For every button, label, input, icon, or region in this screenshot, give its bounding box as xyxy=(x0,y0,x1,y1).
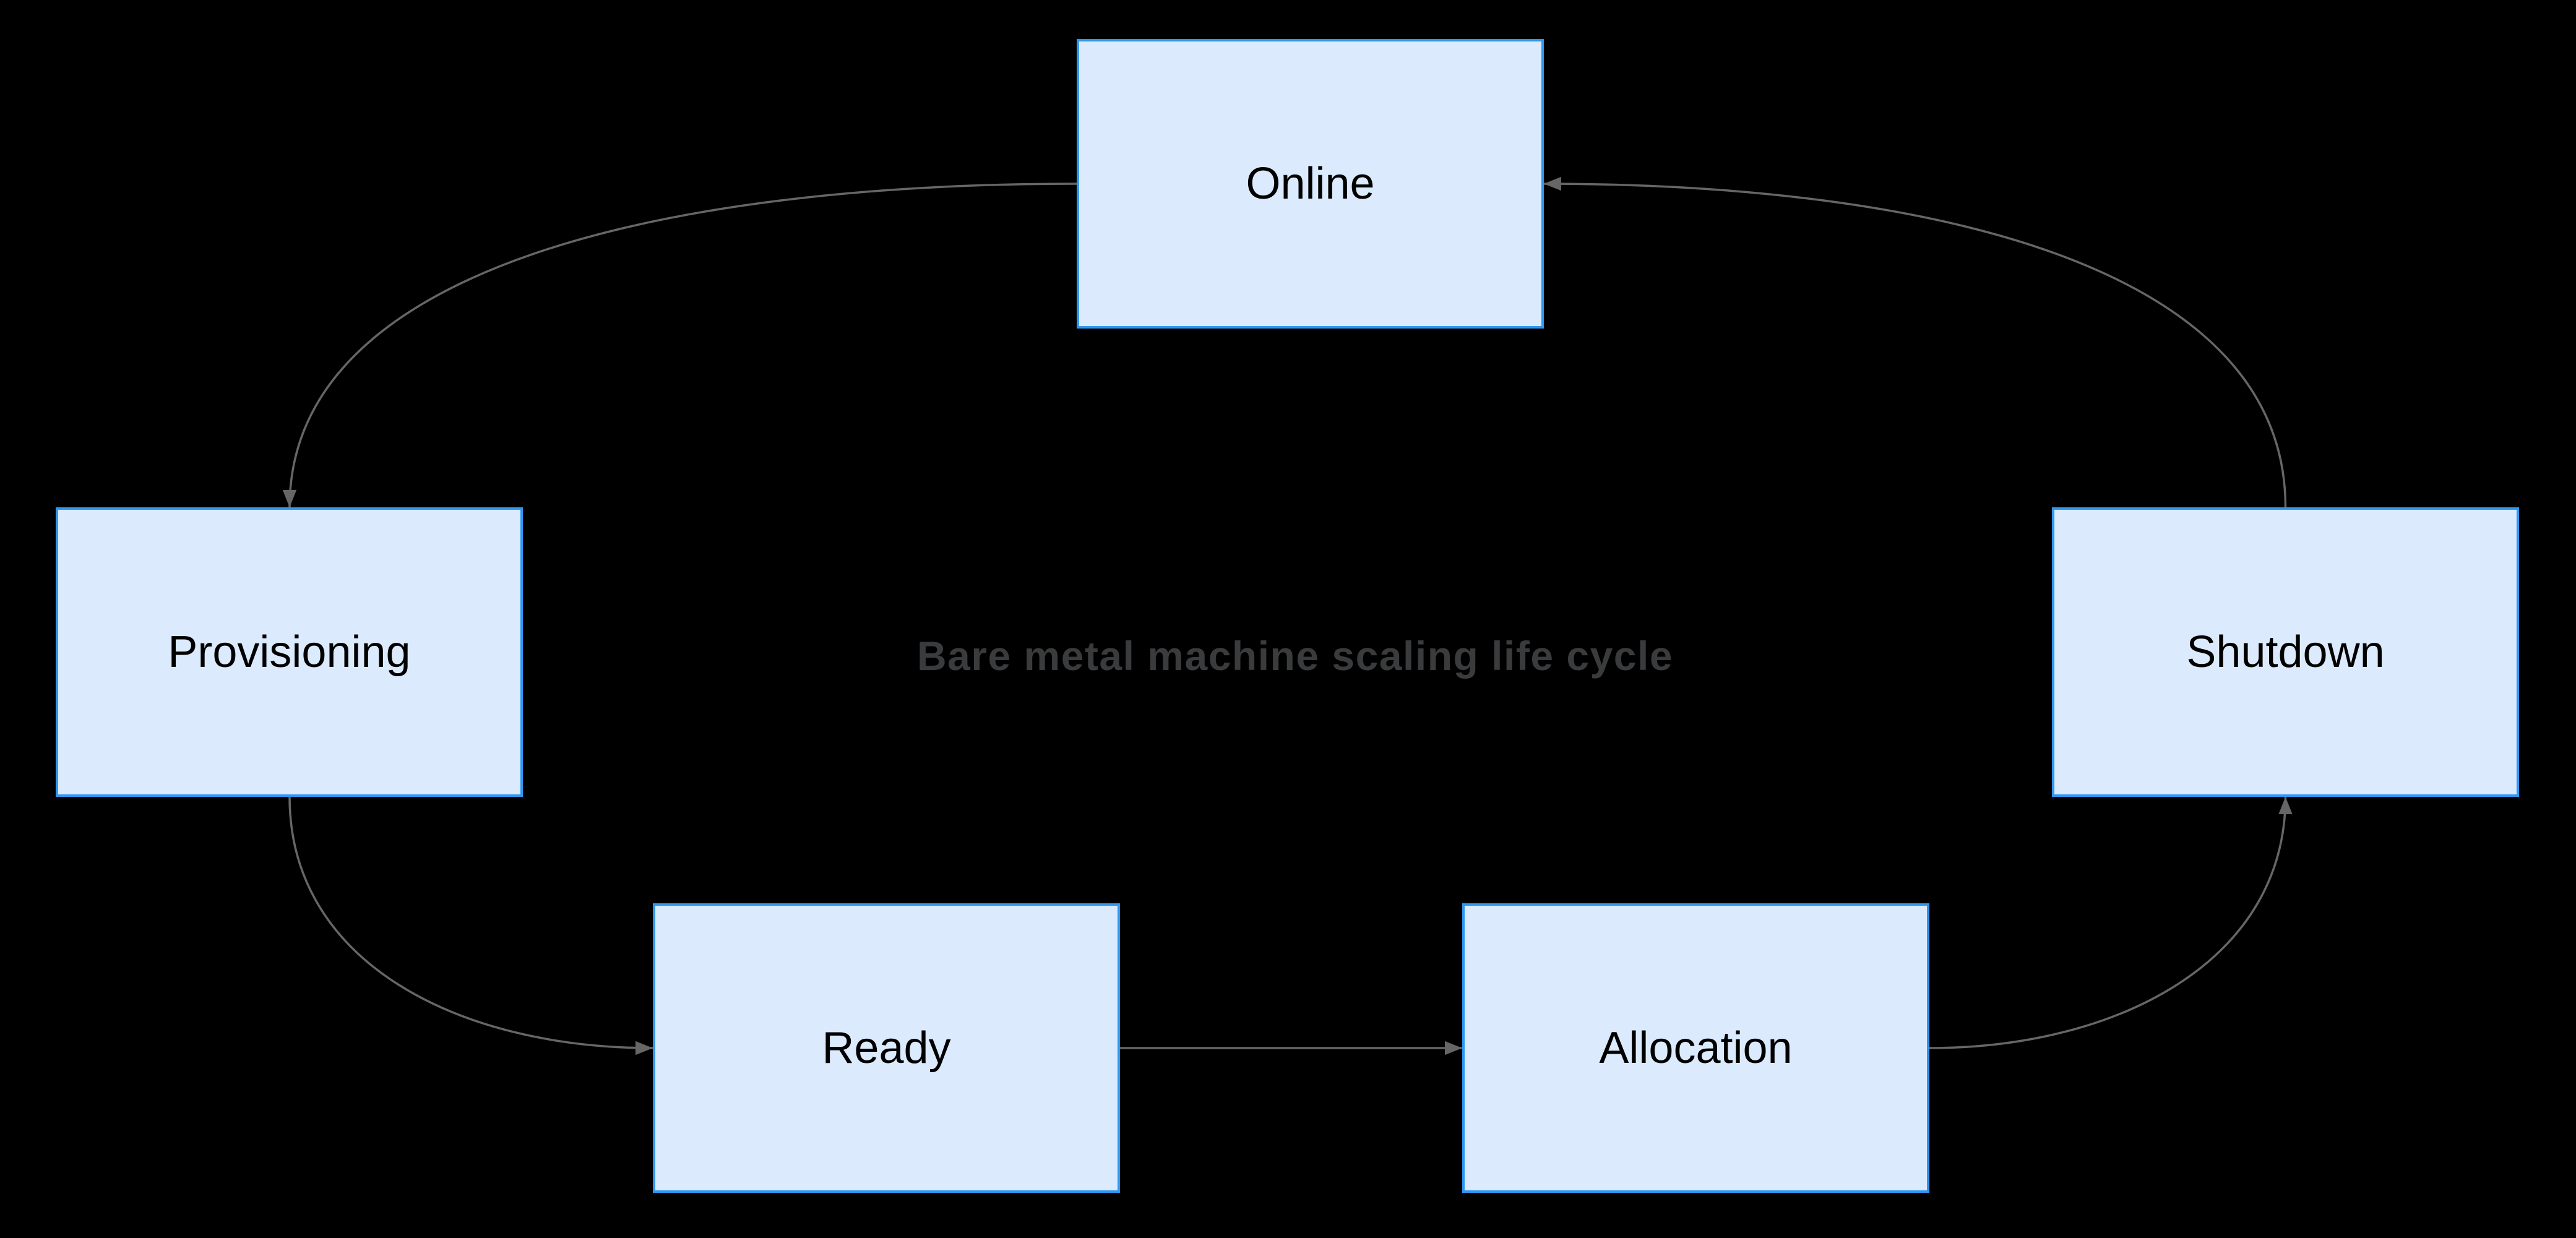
diagram-title: Bare metal machine scaling life cycle xyxy=(916,633,1674,679)
node-online: Online xyxy=(1077,39,1544,329)
edge-allocation-to-shutdown xyxy=(1929,796,2293,1049)
edge-online-to-provisioning xyxy=(282,183,1077,508)
node-label: Online xyxy=(1246,159,1375,208)
node-label: Allocation xyxy=(1599,1023,1793,1073)
edge-provisioning-to-ready xyxy=(288,796,653,1055)
node-allocation: Allocation xyxy=(1462,903,1929,1193)
node-label: Shutdown xyxy=(2186,627,2385,677)
node-provisioning: Provisioning xyxy=(56,507,523,797)
edge-shutdown-to-online xyxy=(1543,176,2287,508)
node-ready: Ready xyxy=(653,903,1120,1193)
node-shutdown: Shutdown xyxy=(2052,507,2519,797)
node-label: Ready xyxy=(822,1023,951,1073)
node-label: Provisioning xyxy=(168,627,411,677)
